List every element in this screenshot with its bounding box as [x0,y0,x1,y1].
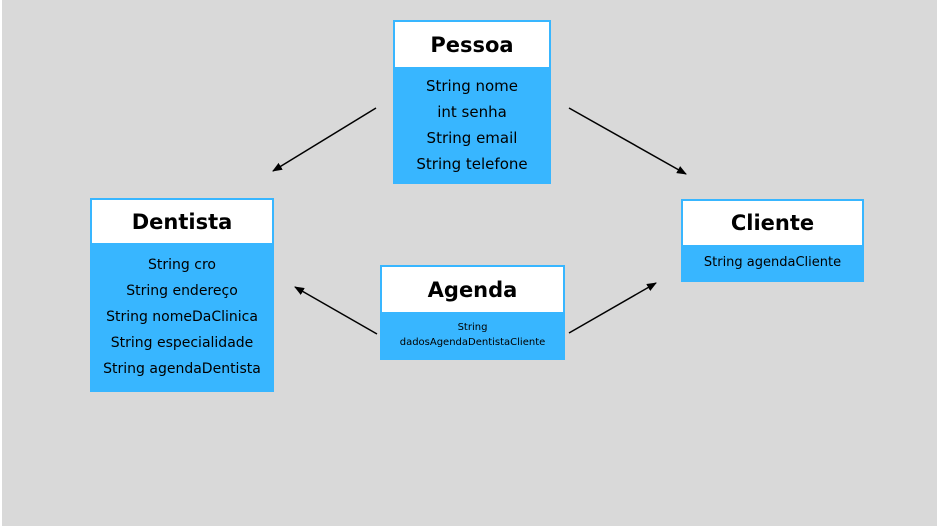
arrow-pessoa-to-dentista [272,107,377,172]
attribute: String agendaCliente [703,254,842,270]
attribute: String agendaDentista [103,360,261,377]
class-box-pessoa: Pessoa String nome int senha String emai… [393,20,551,184]
attribute: String nomeDaClinica [106,308,258,325]
attribute: int senha [437,102,507,121]
attribute: String cro [148,256,216,273]
arrow-pessoa-to-cliente [568,107,687,175]
class-attributes-dentista: String cro String endereço String nomeDa… [92,243,272,390]
arrow-agenda-to-dentista [294,286,378,335]
attribute: String especialidade [110,334,254,351]
class-box-dentista: Dentista String cro String endereço Stri… [90,198,274,392]
class-title-agenda: Agenda [382,267,563,312]
arrow-agenda-to-cliente [568,282,657,334]
class-attributes-pessoa: String nome int senha String email Strin… [395,67,549,182]
class-title-dentista: Dentista [92,200,272,243]
attribute: String endereço [126,282,238,299]
class-title-pessoa: Pessoa [395,22,549,67]
attribute: String email [426,128,518,147]
attribute: String telefone [416,154,528,173]
class-title-cliente: Cliente [683,201,862,245]
attribute: String nome [425,76,519,95]
class-box-cliente: Cliente String agendaCliente [681,199,864,282]
class-attributes-cliente: String agendaCliente [683,245,862,280]
